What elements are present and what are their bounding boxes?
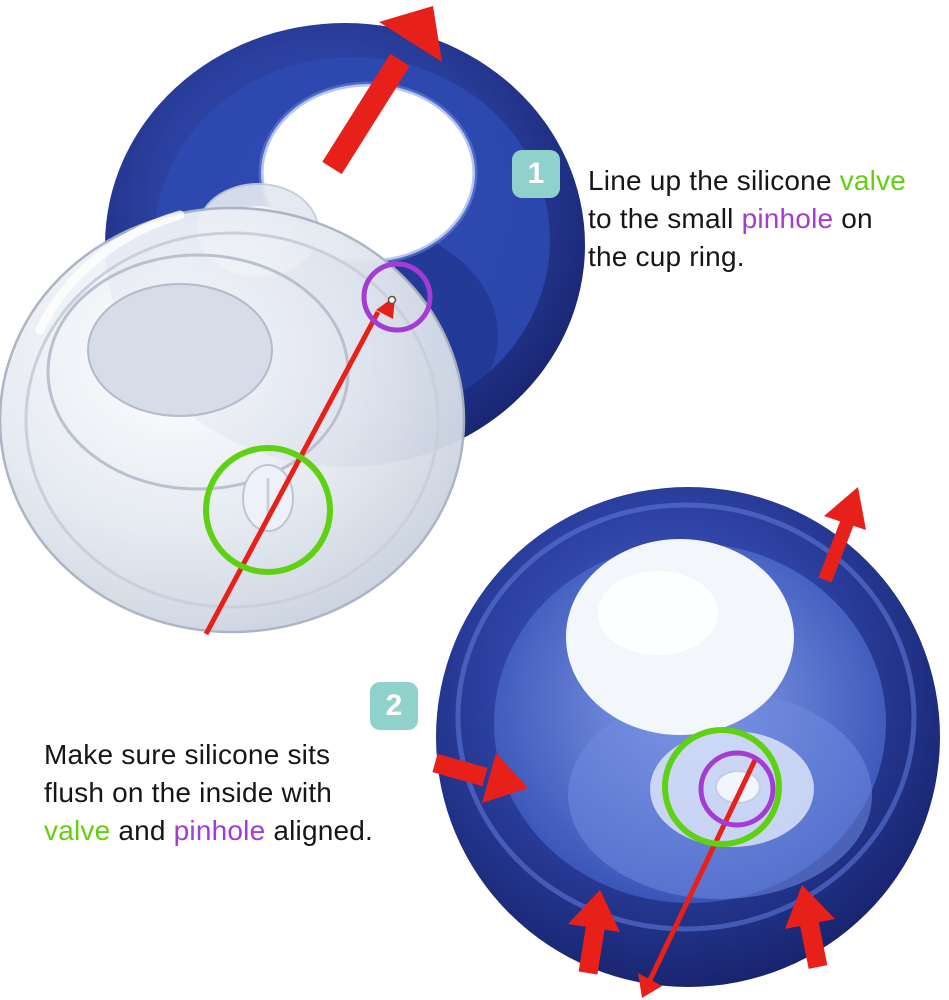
step2-text: Make sure silicone sits flush on the ins… bbox=[44, 736, 373, 850]
push-arrow-left-icon bbox=[432, 753, 528, 803]
step1-line2: to the small pinhole on bbox=[588, 200, 906, 238]
push-arrow-bottom-right-icon bbox=[785, 885, 835, 969]
push-arrow-bottom-left-head bbox=[568, 890, 620, 932]
push-arrow-bottom-left-icon bbox=[568, 890, 620, 975]
step1-badge: 1 bbox=[512, 150, 560, 198]
direction-arrow-head bbox=[379, 6, 442, 62]
step1-line1-text: Line up the silicone bbox=[588, 165, 840, 196]
step2-line3: valve and pinhole aligned. bbox=[44, 812, 373, 850]
alignment-line-2 bbox=[647, 758, 758, 982]
silicone-diaphragm bbox=[0, 206, 466, 634]
step1-valve-word: valve bbox=[839, 165, 907, 196]
step2-illustration bbox=[432, 487, 940, 998]
push-arrow-top-right-head bbox=[824, 487, 866, 530]
step1-line3-text: the cup ring. bbox=[588, 241, 745, 272]
diaphragm-flange bbox=[0, 206, 466, 634]
step1-line2-suffix: on bbox=[833, 203, 873, 234]
silicone-valve-nub bbox=[242, 464, 294, 532]
step2-number: 2 bbox=[385, 689, 403, 722]
step1-text: Line up the silicone valve to the small … bbox=[588, 162, 906, 276]
alignment-line bbox=[203, 310, 381, 636]
step2-line3-mid: and bbox=[110, 815, 174, 846]
valve-highlight-circle-2 bbox=[662, 727, 782, 847]
step1-line3: the cup ring. bbox=[588, 238, 906, 276]
step1-number: 1 bbox=[527, 157, 545, 190]
pinhole-dot bbox=[387, 295, 397, 305]
push-arrow-top-right-shaft bbox=[818, 520, 854, 583]
valve-inside bbox=[715, 770, 761, 804]
step2-line2: flush on the inside with bbox=[44, 774, 373, 812]
pinhole-highlight-circle bbox=[361, 261, 433, 333]
diaphragm-center bbox=[87, 283, 273, 417]
push-arrow-left-shaft bbox=[432, 753, 488, 787]
step2-pinhole-word: pinhole bbox=[173, 815, 266, 846]
silicone-dome-highlight bbox=[598, 571, 718, 655]
push-arrow-bottom-left-shaft bbox=[578, 921, 606, 975]
step1-pinhole-word: pinhole bbox=[741, 203, 834, 234]
push-arrow-left-head bbox=[482, 753, 528, 803]
step2-line1-text: Make sure silicone sits bbox=[44, 739, 331, 770]
push-arrow-top-right-icon bbox=[818, 487, 866, 583]
alignment-arrowhead-2-icon bbox=[638, 973, 662, 998]
step1-line1: Line up the silicone valve bbox=[588, 162, 906, 200]
step1-line2-text: to the small bbox=[588, 203, 742, 234]
step2-line3-suffix: aligned. bbox=[265, 815, 374, 846]
direction-arrow-shaft bbox=[322, 53, 410, 175]
diaphragm-ring-line bbox=[24, 231, 440, 609]
pinhole-highlight-circle-2 bbox=[698, 750, 776, 828]
diaphragm-highlight bbox=[35, 210, 185, 335]
step2-badge: 2 bbox=[370, 682, 418, 730]
step1-illustration bbox=[0, 6, 585, 636]
push-arrow-bottom-right-head bbox=[785, 885, 835, 929]
assembled-cup bbox=[436, 487, 940, 987]
valve-highlight-circle bbox=[203, 445, 333, 575]
direction-arrow-up-icon bbox=[322, 6, 442, 175]
step2-line2-text: flush on the inside with bbox=[44, 777, 333, 808]
push-arrow-bottom-right-shaft bbox=[798, 915, 828, 969]
step2-valve-word: valve bbox=[44, 815, 111, 846]
step2-line1: Make sure silicone sits bbox=[44, 736, 373, 774]
cup-rim bbox=[455, 502, 917, 932]
